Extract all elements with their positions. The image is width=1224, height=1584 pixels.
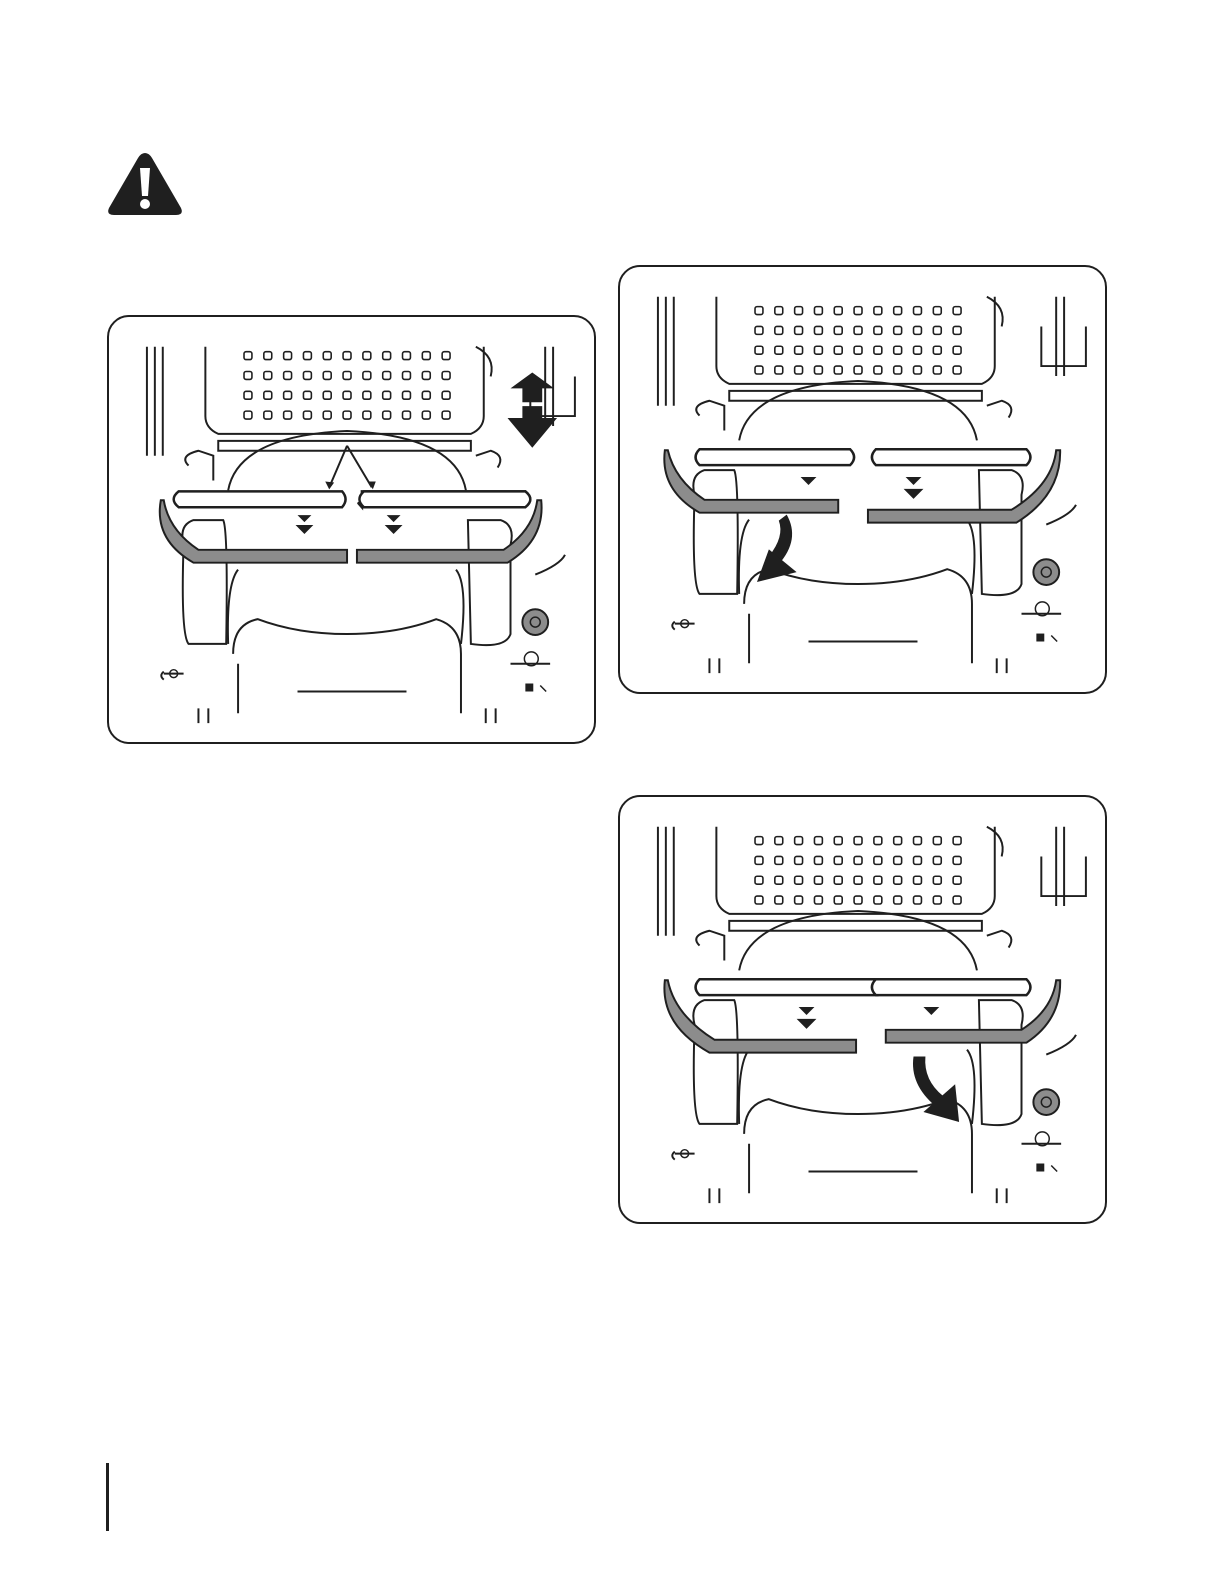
figure-left-control-lever-down [618,265,1107,694]
figure-right-control-lever-down [618,795,1107,1224]
figure-illustration [620,267,1105,692]
warning-triangle-icon [106,150,184,218]
figure-seat-adjust-lever [107,315,596,744]
figure-illustration [620,797,1105,1222]
page-margin-rule [106,1463,109,1531]
figure-illustration [109,317,594,742]
